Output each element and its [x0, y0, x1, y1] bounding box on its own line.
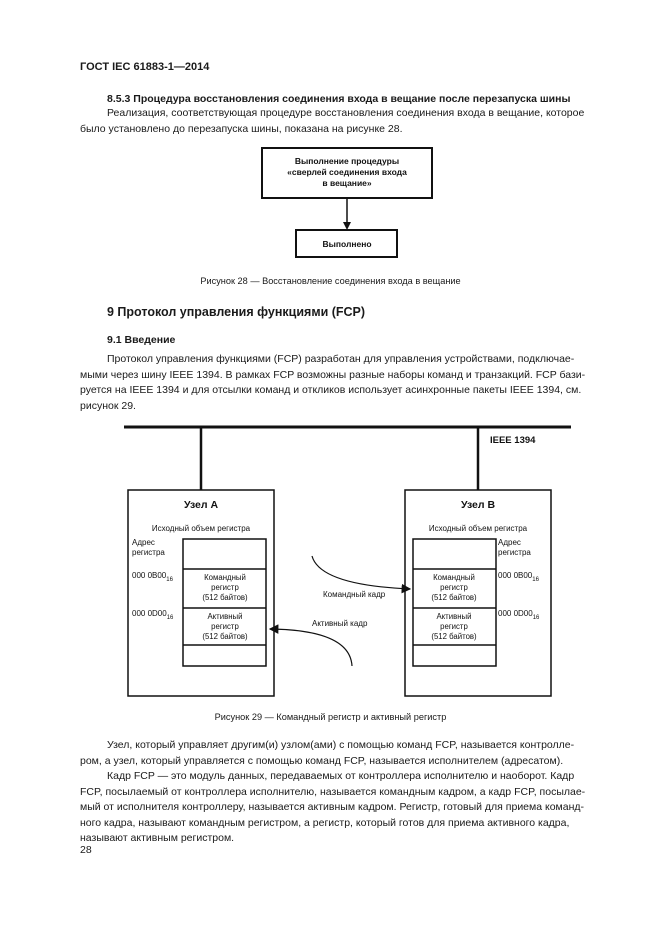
- response-frame-label: Активный кадр: [312, 619, 368, 628]
- done-box-label: Выполнено: [322, 239, 371, 249]
- procedure-box-line-1: Выполнение процедуры: [295, 156, 399, 166]
- para-line: ром, а узел, который управляется с помощ…: [80, 754, 564, 767]
- para-line: Кадр FCP — это модуль данных, передаваем…: [107, 770, 575, 782]
- procedure-box-line-3: в вещание»: [322, 178, 372, 188]
- node-b-addr-label-2: регистра: [498, 548, 531, 557]
- closing-paragraph-1: Узел, который управляет другим(и) узлом(…: [80, 738, 614, 769]
- node-b-box: [404, 489, 552, 697]
- figure-29-caption: Рисунок 29 — Командный регистр и активны…: [214, 712, 447, 722]
- node-b-reg1-line-2: регистр: [440, 583, 468, 592]
- node-a-reg1-line-1: Командный: [204, 573, 246, 582]
- node-b-reg2-line-1: Активный: [436, 612, 471, 621]
- closing-paragraph-2: Кадр FCP — это модуль данных, передаваем…: [80, 769, 614, 847]
- node-a-reg1-line-3: (512 байтов): [202, 593, 248, 602]
- done-box: [295, 229, 398, 258]
- node-a-reg1-line-2: регистр: [211, 583, 239, 592]
- node-b-addr-label-1: Адрес: [498, 538, 521, 547]
- para-line: называют активным регистром.: [80, 832, 235, 844]
- node-b-addr-2: 000 0D0016: [498, 609, 540, 621]
- flow-arrow-head: [343, 222, 351, 230]
- para-line: Узел, который управляет другим(и) узлом(…: [107, 739, 575, 751]
- para-line: рисунок 29.: [80, 399, 136, 412]
- node-b-reg1-line-3: (512 байтов): [431, 593, 477, 602]
- node-b-title: Узел В: [461, 499, 496, 511]
- node-b-space-label: Исходный объем регистра: [429, 524, 528, 533]
- node-b-reg1-line-1: Командный: [433, 573, 475, 582]
- section-heading-9-1: 9.1 Введение: [107, 334, 176, 346]
- para-line: Протокол управления функциями (FCP) разр…: [107, 353, 575, 365]
- node-b-register-space: [412, 538, 497, 667]
- node-a-addr-label-1: Адрес: [132, 538, 155, 547]
- command-frame-label: Командный кадр: [323, 590, 386, 599]
- section-8-5-3-paragraph: Реализация, соответствующая процедуре во…: [80, 106, 614, 137]
- para-line: Реализация, соответствующая процедуре во…: [107, 107, 585, 119]
- section-heading-8-5-3: 8.5.3 Процедура восстановления соединени…: [107, 93, 571, 105]
- para-line: мый от исполнителя контроллеру, называет…: [80, 801, 585, 813]
- figure-28-caption: Рисунок 28 — Восстановление соединения в…: [200, 276, 461, 286]
- para-line: FCP, посылаемый от контроллера исполните…: [80, 785, 586, 798]
- procedure-box-line-2: «сверлей соединения входа: [287, 167, 407, 177]
- node-a-addr-2: 000 0D0016: [132, 609, 174, 621]
- node-b-reg2-line-3: (512 байтов): [431, 632, 477, 641]
- node-a-box: [127, 489, 275, 697]
- node-a-register-space: [182, 538, 267, 667]
- response-frame-arrow: [268, 624, 353, 667]
- para-line: было установлено до перезапуска шины, по…: [80, 122, 403, 135]
- node-b-reg2-line-2: регистр: [440, 622, 468, 631]
- para-line: руется на IEEE 1394 и для отсылки команд…: [80, 384, 582, 396]
- section-9-1-paragraph: Протокол управления функциями (FCP) разр…: [80, 352, 614, 414]
- node-a-addr-label-2: регистра: [132, 548, 165, 557]
- node-a-reg2-line-1: Активный: [207, 612, 242, 621]
- page-number: 28: [80, 844, 92, 856]
- node-a-reg2-line-3: (512 байтов): [202, 632, 248, 641]
- para-line: мыми через шину IEEE 1394. В рамках FCP …: [80, 368, 586, 381]
- node-a-space-label: Исходный объем регистра: [152, 524, 251, 533]
- node-a-reg2-line-2: регистр: [211, 622, 239, 631]
- node-b-addr-1: 000 0B0016: [498, 571, 540, 583]
- document-code: ГОСТ IEC 61883-1—2014: [80, 61, 210, 73]
- para-line: ного кадра, называют командным регистром…: [80, 816, 570, 829]
- command-frame-arrow: [311, 555, 412, 594]
- node-a-title: Узел А: [184, 499, 219, 511]
- node-a-addr-1: 000 0B0016: [132, 571, 174, 583]
- bus-label: IEEE 1394: [490, 435, 536, 446]
- section-heading-9: 9 Протокол управления функциями (FCP): [107, 305, 366, 319]
